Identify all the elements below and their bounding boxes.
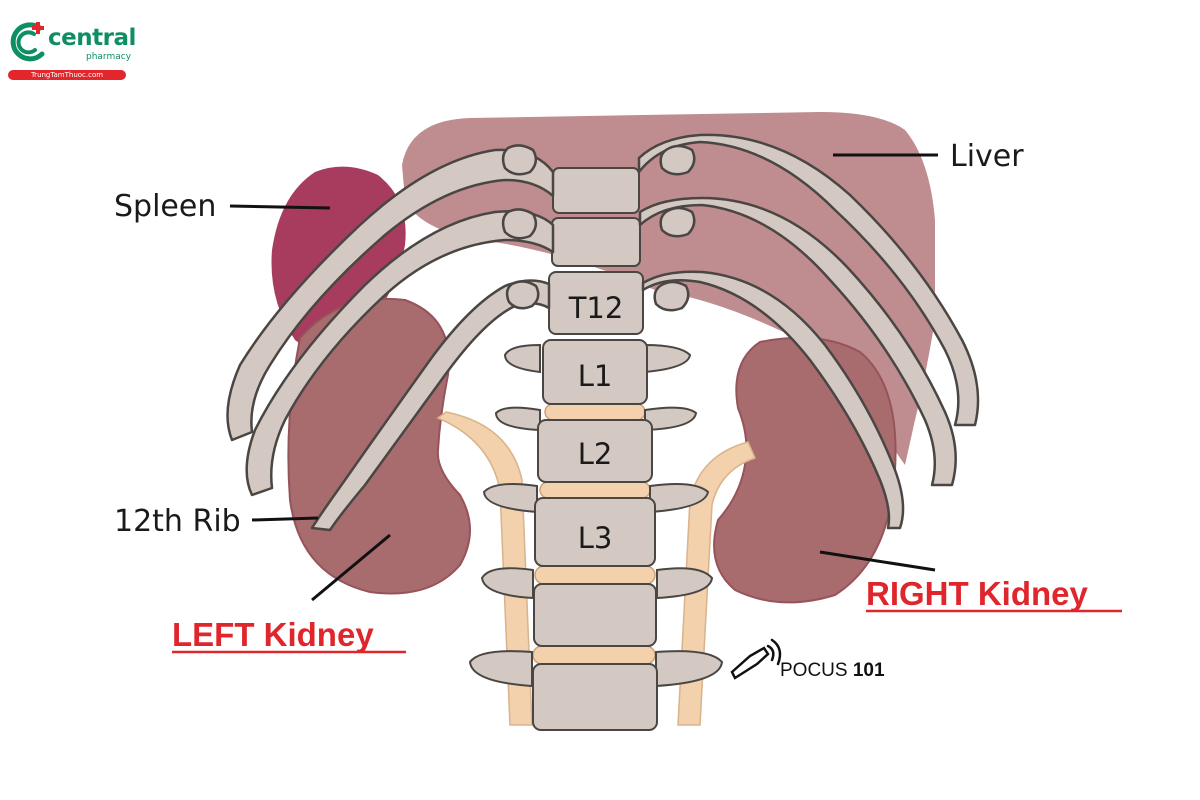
transverse-process [503,343,541,374]
vertebra-body [533,583,657,647]
left-ribs [226,144,555,532]
transverse-process [480,567,534,600]
logo-subtitle: pharmacy [86,52,132,62]
ultrasound-probe-icon [730,638,782,680]
brand-logo: central pharmacy TrungTamThuoc.com [6,20,136,84]
transverse-process [482,483,538,514]
pocus-credit-text: POCUS [780,660,853,681]
rib [245,210,555,497]
vertebra-body [532,663,658,731]
rib-head [659,206,696,238]
transverse-process [649,483,710,514]
transverse-process [494,406,541,432]
label-t12: T12 [568,291,624,325]
disc [539,481,651,499]
disc [534,565,656,585]
disc [532,645,656,665]
spine [468,167,724,731]
transverse-process [468,650,533,688]
right-kidney-leader [819,550,936,572]
rib-head [505,280,540,310]
pocus-credit: POCUS 101 [780,660,885,681]
transverse-process [644,343,692,374]
vertebra-body [551,217,641,267]
rib [637,133,980,427]
rib [641,270,905,530]
left-kidney-leader [311,533,391,602]
rib [638,196,957,487]
label-liver: Liver [950,139,1024,174]
vertebra-l1 [542,339,648,405]
label-spleen: Spleen [114,189,216,224]
label-l2: L2 [578,437,613,471]
pocus-credit-number: 101 [853,660,885,681]
label-left-kidney: LEFT Kidney [172,616,374,653]
transverse-process [656,567,714,600]
disc [544,403,646,421]
label-l1: L1 [578,359,613,393]
label-12th-rib: 12th Rib [114,504,241,539]
transverse-process [644,406,698,432]
label-l3: L3 [578,521,613,555]
rib12-leader [251,516,319,522]
leader-lines [229,153,938,602]
right-ribs [637,133,980,530]
vertebra-body [552,167,640,214]
vertebra-l2 [537,419,653,483]
right-kidney-shape [713,336,897,604]
rib-12 [310,279,551,532]
vertebra-l3 [534,497,656,567]
logo-mark-icon [10,22,45,62]
transverse-process [655,650,724,688]
rib-head [501,208,538,240]
rib-head [659,144,696,176]
rib-head [653,280,690,312]
spleen-leader [229,204,331,210]
label-right-kidney: RIGHT Kidney [866,575,1088,612]
rib-head [501,144,538,176]
logo-url-bar: TrungTamThuoc.com [8,70,126,80]
logo-wordmark: central [48,25,136,51]
rib [226,148,555,442]
